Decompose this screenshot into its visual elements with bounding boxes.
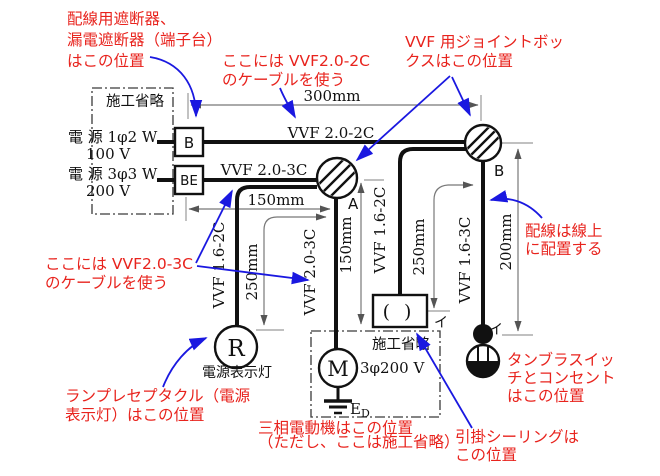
joint-box-a-hatch <box>318 159 356 197</box>
breaker-be-label: BE <box>180 173 198 189</box>
junction-a-label: A <box>348 195 359 213</box>
cable-v1630-switch-label: VVF 1.6-3C <box>456 217 474 305</box>
arrow-ceiling <box>416 332 473 429</box>
annotation-breaker: 配線用遮断器、 漏電遮断器（端子台） はこの位置 <box>67 10 222 70</box>
breaker-b-label: B <box>184 134 194 152</box>
cable-ceiling-branch <box>398 147 466 295</box>
ground-label-main: E <box>350 400 361 418</box>
arrow-cable2030-horizontal <box>195 189 233 264</box>
annotation-online: 配線は線上 に配置する <box>525 222 603 258</box>
annotation-jointbox-line1: VVF 用ジョイントボッ <box>405 33 564 51</box>
annotation-online-line2: に配置する <box>525 240 603 258</box>
omission-bottom-label: 施工省略 <box>372 336 430 353</box>
annotation-cable2030-line1: ここには VVF2.0-3C <box>45 255 193 273</box>
dim250-ceiling-line <box>430 181 474 309</box>
annotation-motor: 三相電動機はこの位置 （ただし、ここは施工省略） <box>258 419 460 451</box>
breaker-be-box <box>173 164 205 196</box>
source1-voltage: 100 V <box>86 145 131 163</box>
cable-lamp-branch <box>235 185 317 326</box>
annotation-motor-line2: （ただし、ここは施工省略） <box>258 433 460 451</box>
annotation-breaker-line1: 配線用遮断器、 <box>67 10 176 28</box>
cable-h2020-label: VVF 2.0-2C <box>287 124 375 142</box>
arrow-online <box>489 190 543 219</box>
cable-v1620-ceiling-label: VVF 1.6-2C <box>371 187 389 275</box>
arrow-breaker-to-b <box>149 56 203 118</box>
dim250-lamp-label: 250mm <box>243 243 261 300</box>
junction-b-label: B <box>494 162 504 180</box>
omission-top-label: 施工省略 <box>106 93 164 110</box>
annotation-motor-line1: 三相電動機はこの位置 <box>258 419 413 437</box>
switch-circuit-label: イ <box>489 322 503 338</box>
annotation-cable2020: ここには VVF2.0-2C のケーブルを使う <box>222 52 370 89</box>
tumbler-switch-symbol <box>473 324 493 344</box>
source1-name: 電 源 1φ2 W <box>68 128 158 146</box>
outlet-symbol <box>465 343 501 379</box>
dim250-lamp-line <box>260 213 327 326</box>
annotation-receptacle-line1: ランプレセプタクル（電源 <box>65 387 250 405</box>
source2-name: 電 源 3φ3 W <box>68 165 158 183</box>
motor-spec: 3φ200 V <box>360 359 425 377</box>
cable-v2030-motor-label: VVF 2.0-3C <box>301 229 319 317</box>
ceiling-rose-circuit-label: イ <box>434 315 448 331</box>
annotation-cable2020-line1: ここには VVF2.0-2C <box>222 52 370 70</box>
outlet-lower-fill <box>467 361 499 377</box>
annotation-breaker-line2: 漏電遮断器（端子台） <box>67 31 222 49</box>
cable-h2030-label: VVF 2.0-3C <box>220 161 308 179</box>
joint-box-a <box>315 156 359 200</box>
dim150h-label: 150mm <box>247 191 304 209</box>
annotation-jointbox: VVF 用ジョイントボッ クスはこの位置 <box>405 33 564 70</box>
annotation-switch-outlet: タンブラスイッ チとコンセント はこの位置 <box>507 350 616 405</box>
breaker-b-box <box>173 126 205 158</box>
annotation-cable2030: ここには VVF2.0-3C のケーブルを使う <box>45 255 193 292</box>
ceiling-rose-symbol <box>371 293 429 329</box>
ground-symbol <box>324 387 352 415</box>
lamp-symbol-letter: R <box>227 336 245 362</box>
annotation-receptacle: ランプレセプタクル（電源 表示灯）はこの位置 <box>65 387 250 424</box>
annotation-switch-outlet-line1: タンブラスイッ <box>507 350 615 369</box>
ground-label-sub: D <box>361 407 370 420</box>
cable-v1620-lamp-label: VVF 1.6-2C <box>210 222 228 310</box>
annotation-switch-outlet-line2: チとコンセント <box>507 369 616 387</box>
arrow-cable2020 <box>279 87 296 119</box>
lamp-caption: 電源表示灯 <box>202 365 272 381</box>
lamp-receptacle-symbol <box>213 324 259 370</box>
joint-box-b <box>463 123 503 163</box>
annotation-ceiling: 引掛シーリングは この位置 <box>455 428 579 464</box>
ceiling-rose-glyph: ( ) <box>383 301 416 323</box>
motor-symbol-letter: M <box>327 357 349 381</box>
dim250-ceiling-label: 250mm <box>410 218 428 275</box>
dim150v-label: 150mm <box>337 216 355 273</box>
joint-box-b-hatch <box>466 126 500 160</box>
annotation-cable2030-line2: のケーブルを使う <box>45 273 168 292</box>
annotation-ceiling-line1: 引掛シーリングは <box>455 428 579 446</box>
source2-voltage: 200 V <box>86 182 131 200</box>
annotation-receptacle-line2: 表示灯）はこの位置 <box>65 406 205 424</box>
annotation-cable2020-line2: のケーブルを使う <box>222 70 345 89</box>
annotation-ceiling-line2: この位置 <box>455 446 517 464</box>
annotation-jointbox-line2: クスはこの位置 <box>405 52 513 70</box>
annotation-breaker-line3: はこの位置 <box>67 52 145 70</box>
annotation-online-line1: 配線は線上 <box>525 222 603 240</box>
omission-box-top <box>91 87 174 215</box>
annotation-switch-outlet-line3: はこの位置 <box>507 387 585 405</box>
arrow-jointbox-to-a <box>355 75 451 162</box>
dim200-label: 200mm <box>497 213 515 270</box>
arrow-receptacle <box>162 337 208 388</box>
arrow-jointbox-to-b <box>451 76 471 117</box>
outlet-blades <box>477 347 489 361</box>
dim300-label: 300mm <box>303 87 360 105</box>
arrow-cable2030-vertical <box>196 265 310 285</box>
